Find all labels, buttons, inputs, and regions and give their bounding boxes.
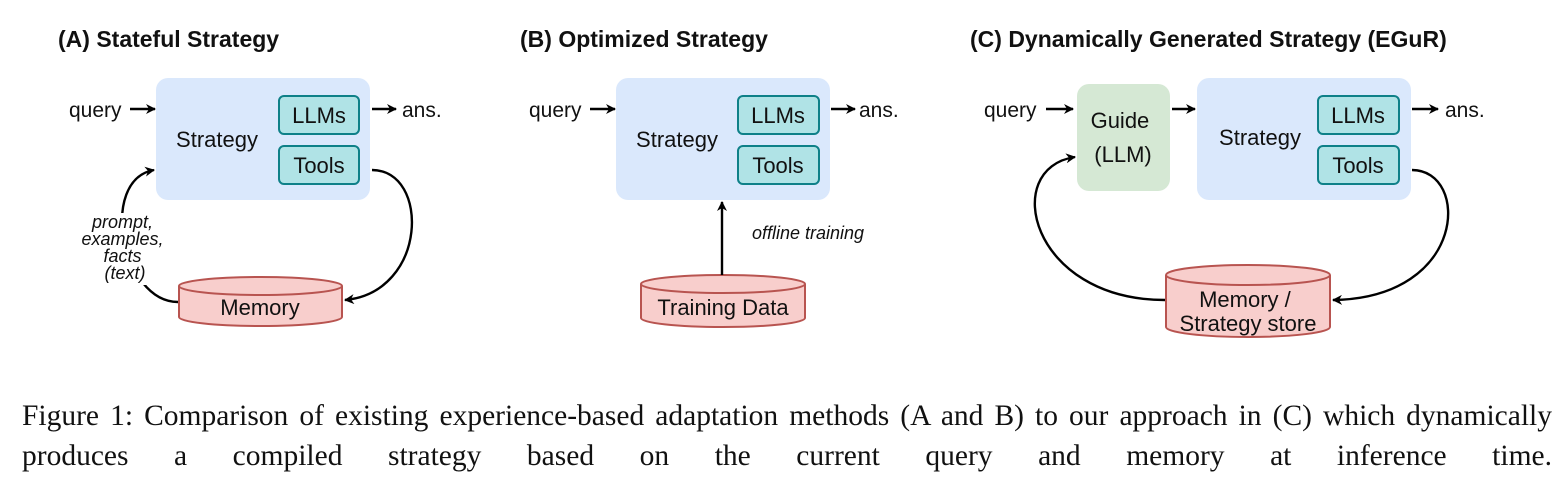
panel-c-query-label: query (984, 99, 1037, 122)
panel-a-tools-label: Tools (293, 153, 344, 178)
panel-c-llms-label: LLMs (1331, 103, 1385, 128)
panel-a-answer-label: ans. (402, 99, 442, 122)
panel-b-answer-label: ans. (859, 99, 899, 122)
panel-c-tools-box (1318, 146, 1399, 184)
panel-c-store-to-guide-arrow (1033, 153, 1166, 302)
panel-c-tools-to-store-arrow (1332, 168, 1450, 305)
panel-b-llms-box (738, 96, 819, 134)
panel-b-strategy-label: Strategy (636, 127, 718, 152)
panel-c-title: (C) Dynamically Generated Strategy (EGuR… (970, 26, 1447, 52)
panel-c-llms-box (1318, 96, 1399, 134)
panel-c-strategy-label: Strategy (1219, 125, 1301, 150)
panel-b-training-note: offline training (752, 223, 864, 243)
panel-b: (B) Optimized Strategy Strategy LLMs Too… (520, 26, 899, 328)
panel-c-memory-store: Memory / Strategy store (1165, 264, 1331, 338)
panel-a-llms-box (279, 96, 359, 134)
panel-a-query-label: query (69, 99, 122, 122)
panel-b-llms-label: LLMs (751, 103, 805, 128)
panel-a-note-line-3: facts (103, 246, 141, 266)
panel-a-strategy-label: Strategy (176, 127, 258, 152)
panel-a-title: (A) Stateful Strategy (58, 26, 279, 52)
panel-a-tools-to-memory-arrow (344, 168, 414, 305)
panel-a-llms-label: LLMs (292, 103, 346, 128)
panel-b-tools-label: Tools (752, 153, 803, 178)
panel-b-training-data-label: Training Data (657, 295, 789, 320)
panel-b-query-label: query (529, 99, 582, 122)
panel-b-tools-box (738, 146, 819, 184)
panel-a-tools-box (279, 146, 359, 184)
panel-a-flow-note: prompt, examples, facts (text) (76, 212, 176, 285)
diagram-canvas: (A) Stateful Strategy Strategy LLMs Tool… (58, 26, 1485, 338)
panel-c-memory-label: Memory / Strategy store (1180, 287, 1317, 336)
panel-c-tools-label: Tools (1332, 153, 1383, 178)
panel-a-note-line-2: examples, (81, 229, 163, 249)
panel-c-guide-box (1077, 84, 1170, 191)
figure-caption: Figure 1: Comparison of existing experie… (22, 400, 1552, 472)
panel-b-training-data-store: Training Data (640, 274, 806, 328)
panel-a-memory-label: Memory (220, 295, 299, 320)
panel-a-memory-store: Memory (178, 276, 343, 327)
panel-c-guide-label: Guide (LLM) (1091, 108, 1156, 167)
panel-c-answer-label: ans. (1445, 99, 1485, 122)
svg-text:prompt, examples,: prompt, examples, facts (text) (81, 212, 168, 283)
panel-b-title: (B) Optimized Strategy (520, 26, 768, 52)
panel-a-note-line-1: prompt, (91, 212, 153, 232)
panel-c: (C) Dynamically Generated Strategy (EGuR… (970, 26, 1485, 338)
panel-a: (A) Stateful Strategy Strategy LLMs Tool… (58, 26, 442, 327)
panel-a-note-line-4: (text) (104, 263, 145, 283)
